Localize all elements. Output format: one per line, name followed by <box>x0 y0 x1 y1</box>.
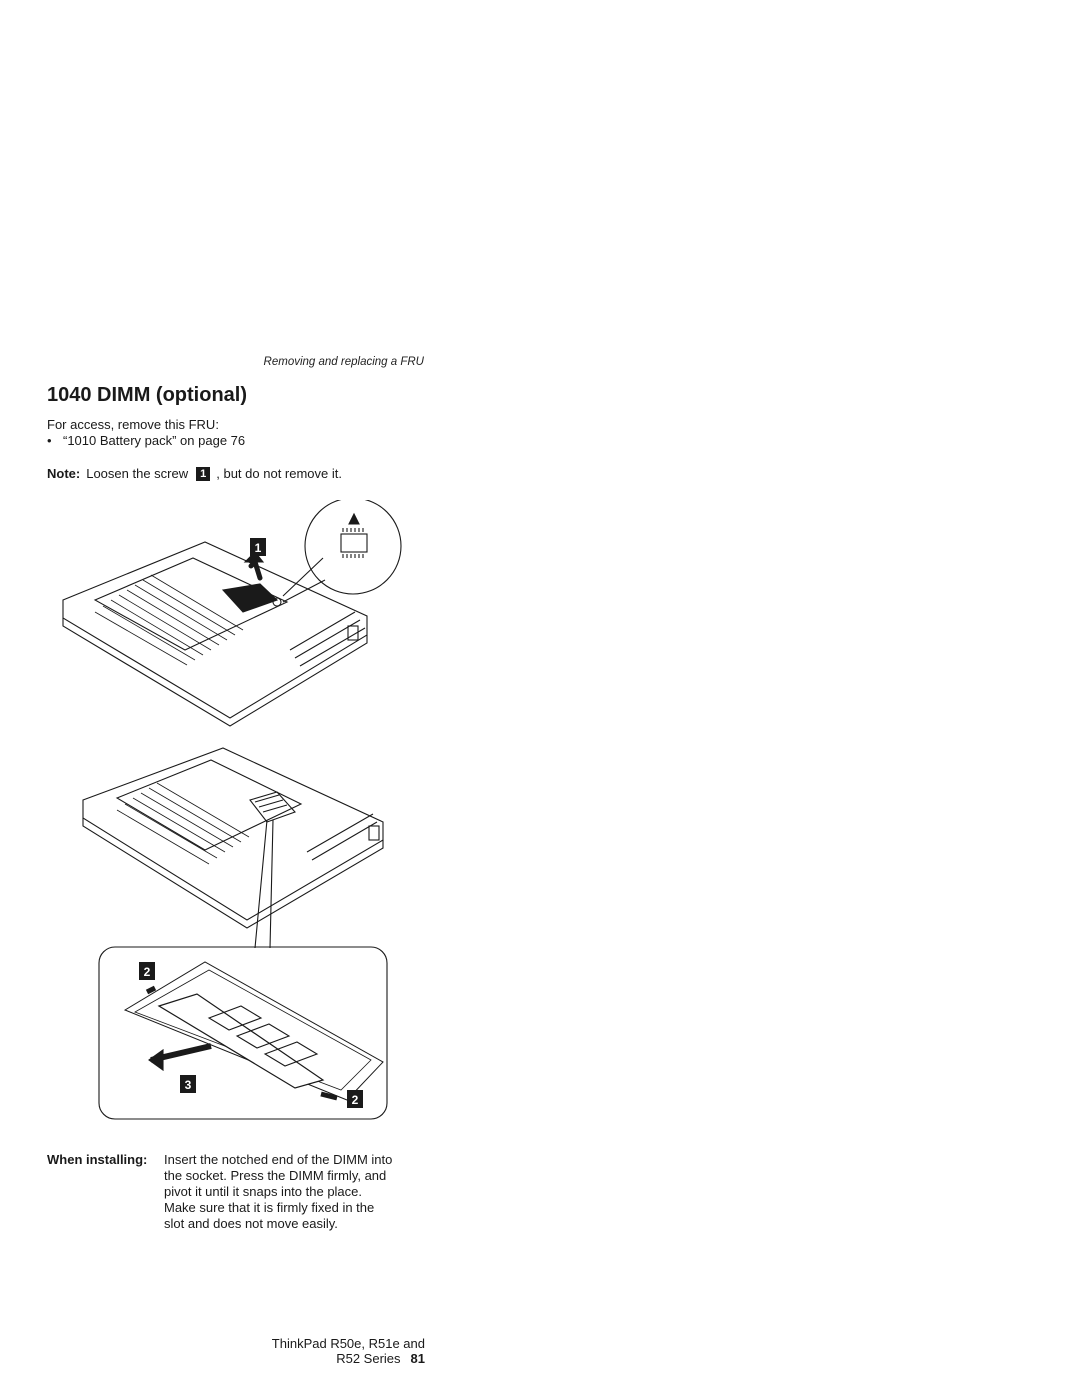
callout-3: 3 <box>185 1078 192 1092</box>
note-label: Note: <box>47 466 81 481</box>
note-text-after: , but do not remove it. <box>216 466 342 481</box>
callout-2-box-b <box>347 1090 363 1108</box>
laptop-bottom-view-1 <box>62 541 368 727</box>
callout-3-box <box>180 1075 196 1093</box>
note: Note: Loosen the screw 1 , but do not remov… <box>47 466 342 482</box>
installing-line: pivot it until it snaps into the place. <box>164 1184 363 1199</box>
access-item-link[interactable]: “1010 Battery pack” on page 76 <box>63 433 246 448</box>
callout-2-box-a <box>139 962 155 980</box>
laptop-bottom-view-2 <box>82 747 384 929</box>
access-list-item: • “1010 Battery pack” on page 76 <box>47 433 245 449</box>
installing-line: Insert the notched end of the DIMM into <box>164 1152 393 1167</box>
installing-label: When installing: <box>47 1152 148 1167</box>
installing-line: Make sure that it is firmly fixed in the <box>164 1200 375 1215</box>
page-number: 81 <box>410 1351 425 1366</box>
callout-1-box <box>250 538 266 556</box>
running-head: Removing and replacing a FRU <box>263 356 424 368</box>
dimm-removal-illustration: 1 2 3 2 <box>62 500 402 1120</box>
installing-text: Insert the notched end of the DIMM into … <box>164 1152 424 1232</box>
footer-book-title: ThinkPad R50e, R51e and R52 Series <box>271 1336 425 1366</box>
note-callout: 1 <box>196 467 211 481</box>
note-text-before: Loosen the screw <box>86 466 189 481</box>
access-intro: For access, remove this FRU: <box>47 417 219 432</box>
callout-2-second: 2 <box>352 1093 359 1107</box>
installing-line: slot and does not move easily. <box>164 1216 338 1231</box>
bullet-icon: • <box>47 433 52 448</box>
callout-1: 1 <box>255 541 262 555</box>
installing-line: the socket. Press the DIMM firmly, and <box>164 1168 387 1183</box>
callout-2: 2 <box>144 965 151 979</box>
page-title: 1040 DIMM (optional) <box>47 384 248 406</box>
detail-box <box>98 946 388 1120</box>
zoom-circle <box>304 500 402 595</box>
